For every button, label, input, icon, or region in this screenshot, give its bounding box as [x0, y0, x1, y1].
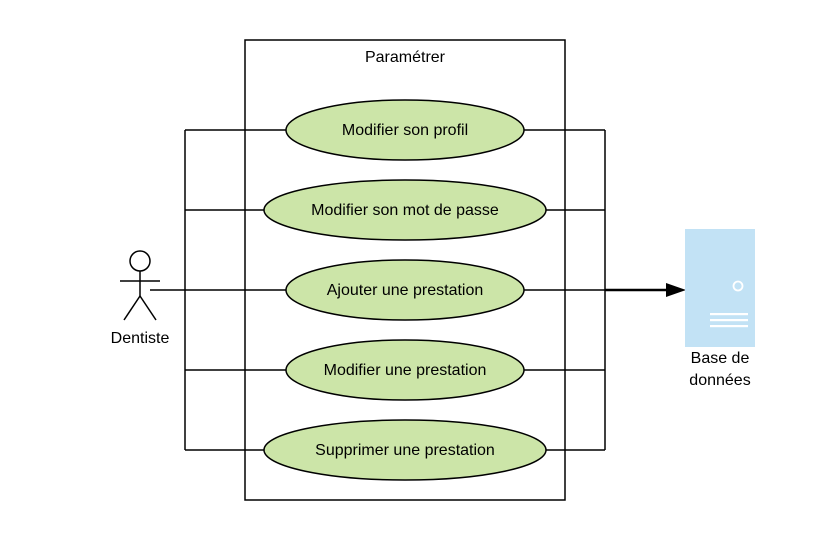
system-title: Paramétrer	[365, 49, 446, 66]
arrow-to-database	[605, 283, 686, 297]
use-case-label: Supprimer une prestation	[315, 442, 495, 459]
database-label-line2: données	[689, 372, 750, 389]
use-case-label: Ajouter une prestation	[327, 282, 484, 299]
actor-dentiste	[120, 250, 160, 321]
actor-connectors	[150, 129, 287, 451]
actor-head-icon	[129, 250, 151, 272]
actor-name: Dentiste	[111, 330, 170, 347]
use-case-modifier-prestation: Modifier une prestation	[285, 339, 525, 401]
use-case-label: Modifier son mot de passe	[311, 202, 499, 219]
use-case-label: Modifier son profil	[342, 122, 468, 139]
use-case-modifier-profil: Modifier son profil	[285, 99, 525, 161]
database-connectors	[523, 129, 606, 451]
use-case-label: Modifier une prestation	[324, 362, 487, 379]
use-case-modifier-mot-de-passe: Modifier son mot de passe	[263, 179, 547, 241]
use-case-supprimer-prestation: Supprimer une prestation	[263, 419, 547, 481]
system-boundary	[244, 39, 566, 501]
use-case-ajouter-prestation: Ajouter une prestation	[285, 259, 525, 321]
database-label-line1: Base de	[691, 350, 750, 367]
database-server-icon	[685, 229, 755, 347]
